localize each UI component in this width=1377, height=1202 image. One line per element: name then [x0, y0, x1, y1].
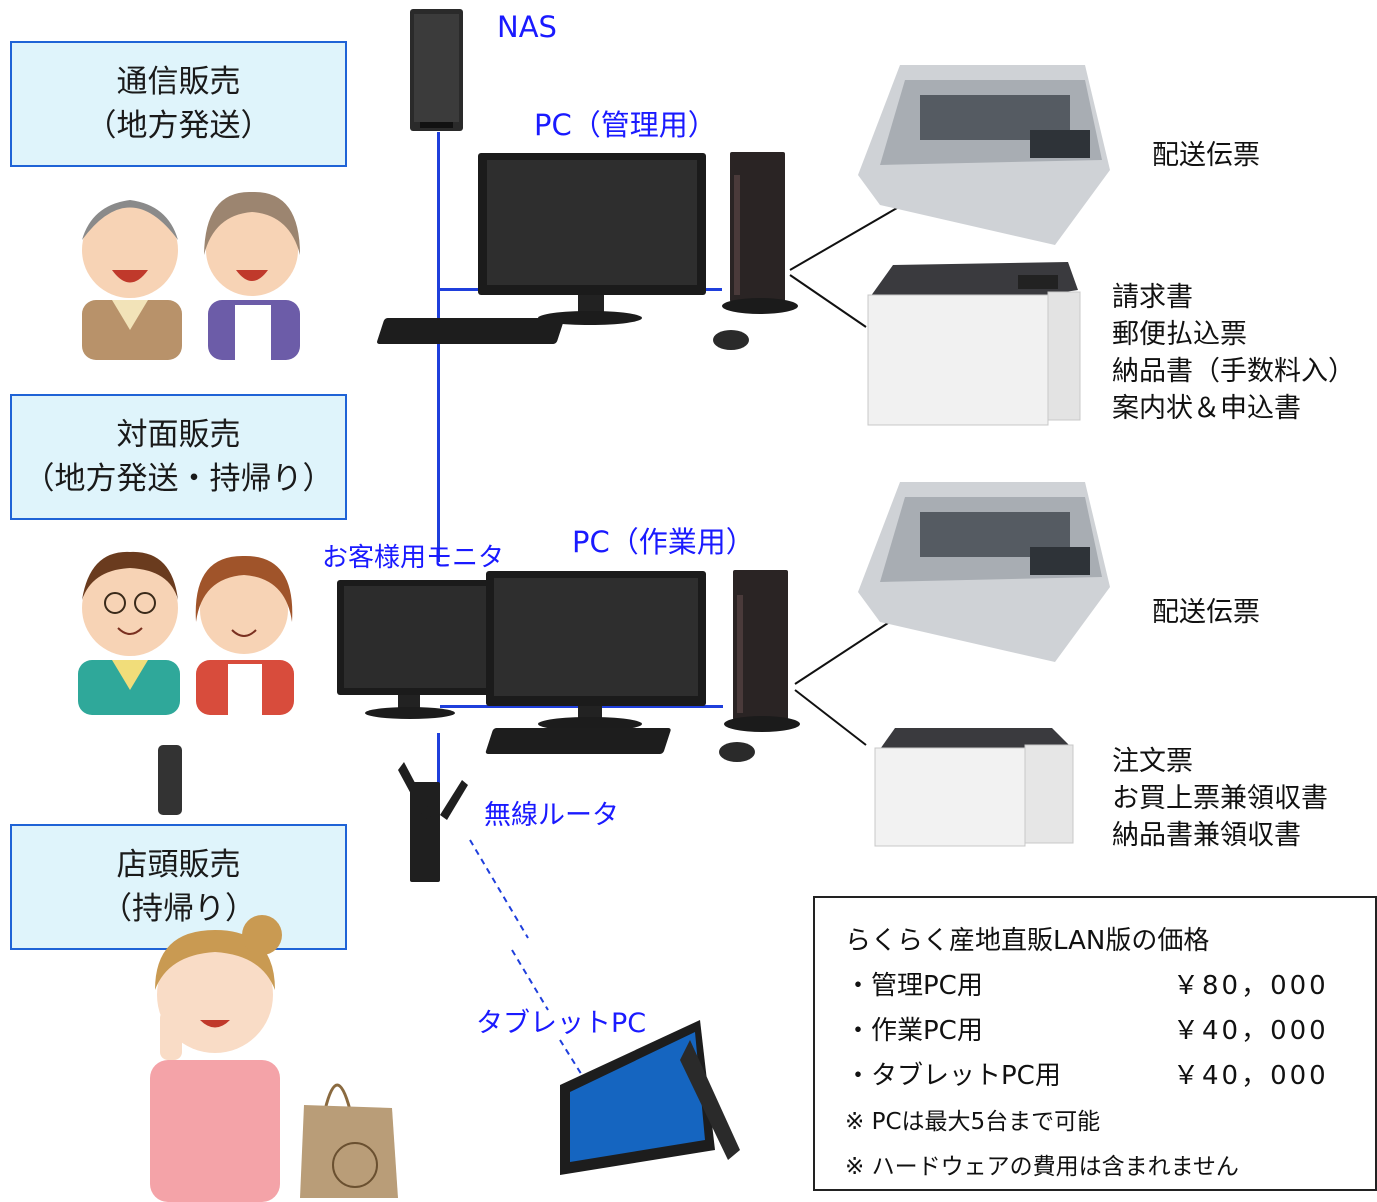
admin-tower-icon	[722, 152, 798, 314]
work-monitor-icon	[486, 571, 706, 731]
pricing-item-name: ・作業PC用	[845, 1016, 983, 1046]
output-item: 納品書兼領収書	[1112, 820, 1301, 851]
nas-label: NAS	[497, 10, 557, 44]
nas-device-icon	[410, 9, 463, 131]
dot-printer-icon	[858, 482, 1110, 662]
output-item: 納品書（手数料入）	[1112, 356, 1355, 387]
small-printer-icon	[874, 728, 1074, 847]
network-line-router	[437, 733, 440, 803]
pricing-item-price: ￥40，000	[1173, 1016, 1329, 1046]
router-icon	[398, 762, 468, 882]
output-item: 配送伝票	[1152, 140, 1260, 171]
pricing-title: らくらく産地直販LAN版の価格	[845, 926, 1210, 956]
pricing-item-name: ・管理PC用	[845, 971, 983, 1001]
pricing-note: ※ PCは最大5台まで可能	[845, 1108, 1101, 1135]
category-box-face-to-face: 対面販売 （地方発送・持帰り）	[10, 394, 347, 520]
output-item: 案内状＆申込書	[1112, 393, 1301, 424]
category-subtitle: （地方発送・持帰り）	[23, 461, 334, 497]
output-item: 注文票	[1112, 746, 1193, 777]
category-box-mail-order: 通信販売 （地方発送）	[10, 41, 347, 167]
customer-monitor-label: お客様用モニタ	[322, 543, 505, 573]
tablet-label: タブレットPC	[476, 1008, 647, 1039]
work-tower-icon	[724, 570, 800, 732]
customer-monitor-icon	[337, 580, 507, 719]
pricing-item-price: ￥40，000	[1173, 1061, 1329, 1091]
category-subtitle: （地方発送）	[85, 108, 272, 144]
pricing-row: ・作業PC用 ￥40，000	[845, 1006, 1375, 1051]
pricing-row: ・管理PC用 ￥80，000	[845, 961, 1375, 1006]
elderly-couple-illustration	[82, 191, 300, 360]
pricing-item-price: ￥80，000	[1173, 971, 1329, 1001]
pc-admin-label: PC（管理用）	[534, 108, 717, 142]
dot-printer-icon	[858, 65, 1110, 245]
pricing-item-name: ・タブレットPC用	[845, 1061, 1061, 1091]
pc-work-label: PC（作業用）	[572, 525, 755, 559]
work-laser-outputs: 注文票 お買上票兼領収書 納品書兼領収書	[1112, 743, 1328, 854]
output-item: お買上票兼領収書	[1112, 783, 1328, 814]
laser-printer-icon	[867, 262, 1081, 426]
admin-monitor-icon	[478, 153, 706, 325]
couple-illustration	[78, 551, 294, 715]
work-dot-output: 配送伝票	[1152, 594, 1260, 631]
paper-bag-illustration	[300, 1083, 398, 1198]
pricing-note: ※ ハードウェアの費用は含まれません	[845, 1153, 1239, 1180]
output-item: 請求書	[1112, 282, 1193, 313]
category-title: 対面販売	[116, 417, 241, 453]
pricing-row: ・タブレットPC用 ￥40，000	[845, 1051, 1375, 1096]
output-item: 郵便払込票	[1112, 319, 1247, 350]
router-label: 無線ルータ	[484, 800, 619, 831]
category-title: 通信販売	[116, 64, 241, 100]
admin-laser-outputs: 請求書 郵便払込票 納品書（手数料入） 案内状＆申込書	[1112, 279, 1355, 427]
category-title: 店頭販売	[116, 847, 241, 883]
category-subtitle: （持帰り）	[101, 891, 256, 927]
pricing-box: らくらく産地直販LAN版の価格 ・管理PC用 ￥80，000 ・作業PC用 ￥4…	[813, 896, 1377, 1191]
output-item: 配送伝票	[1152, 597, 1260, 628]
network-line-vertical	[437, 132, 440, 562]
woman-with-phone-illustration	[150, 745, 282, 1202]
tablet-icon	[560, 1020, 740, 1175]
admin-dot-output: 配送伝票	[1152, 137, 1260, 174]
